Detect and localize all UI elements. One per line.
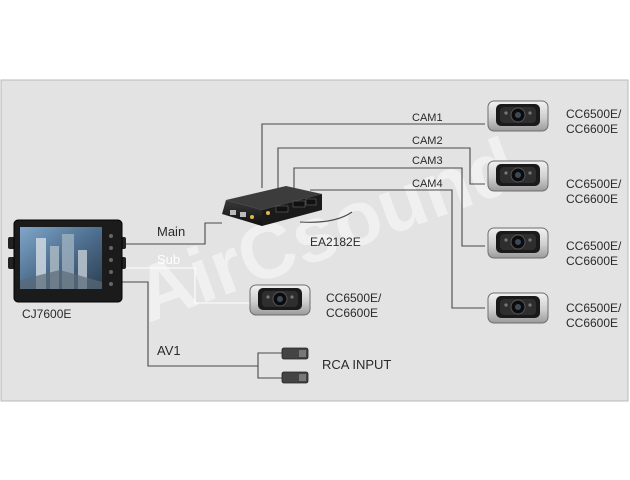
splitter-model-label: EA2182E [310,235,361,249]
camera-4 [487,292,549,324]
wiring [122,123,485,379]
sub-wire [122,267,250,304]
main-wire [122,222,222,245]
cam1-wire [261,123,485,188]
camera-2-model-line1: CC6500E/ [566,177,622,191]
cam4-label: CAM4 [412,178,443,190]
av1-label: AV1 [157,343,181,358]
camera-1-model-line2: CC6600E [566,122,618,136]
cam2-label: CAM2 [412,135,443,147]
camera-3-model-line1: CC6500E/ [566,239,622,253]
camera-1 [487,100,549,132]
monitor-model-label: CJ7600E [22,307,71,321]
camera-4-model-line2: CC6600E [566,316,618,330]
camera-3-model-line2: CC6600E [566,254,618,268]
cam3-wire [293,167,485,247]
camera-sub-model-line2: CC6600E [326,306,378,320]
camera-sub [249,284,311,316]
splitter-cable [299,211,353,223]
camera-1-model-line1: CC6500E/ [566,107,622,121]
camera-2 [487,160,549,192]
camera-3 [487,227,549,259]
camera-2-model-line2: CC6600E [566,192,618,206]
rca-input-label: RCA INPUT [322,357,391,372]
camera-4-model-line1: CC6500E/ [566,301,622,315]
cam1-label: CAM1 [412,112,443,124]
cam4-wire [310,189,485,309]
cam3-label: CAM3 [412,155,443,167]
camera-sub-model-line1: CC6500E/ [326,291,382,305]
monitor-device [8,219,126,303]
splitter-device [222,186,322,226]
av1-wire-branch [257,366,282,379]
rca-connectors [281,347,309,384]
cam2-wire [277,147,485,188]
av1-wire [122,281,282,367]
main-label: Main [157,224,185,239]
sub-label: Sub [157,252,180,267]
